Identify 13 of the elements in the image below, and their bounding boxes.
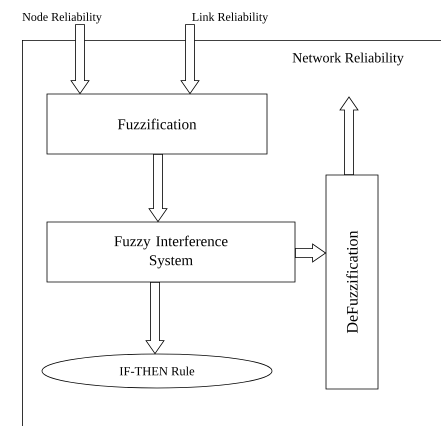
frame-heading: Network Reliability — [292, 52, 404, 66]
block-arrow — [295, 243, 326, 263]
block-arrow — [145, 282, 165, 354]
process-box: DeFuzzification — [326, 174, 378, 390]
frame — [22, 40, 441, 426]
process-box: Fuzzy Interference System — [46, 222, 296, 282]
process-box: Fuzzification — [46, 94, 268, 154]
block-arrow — [339, 96, 359, 175]
input-label: Node Reliability — [22, 12, 102, 24]
block-arrow — [70, 24, 90, 94]
block-arrow — [148, 154, 168, 222]
input-label: Link Reliability — [192, 12, 268, 24]
block-arrow — [180, 24, 200, 94]
